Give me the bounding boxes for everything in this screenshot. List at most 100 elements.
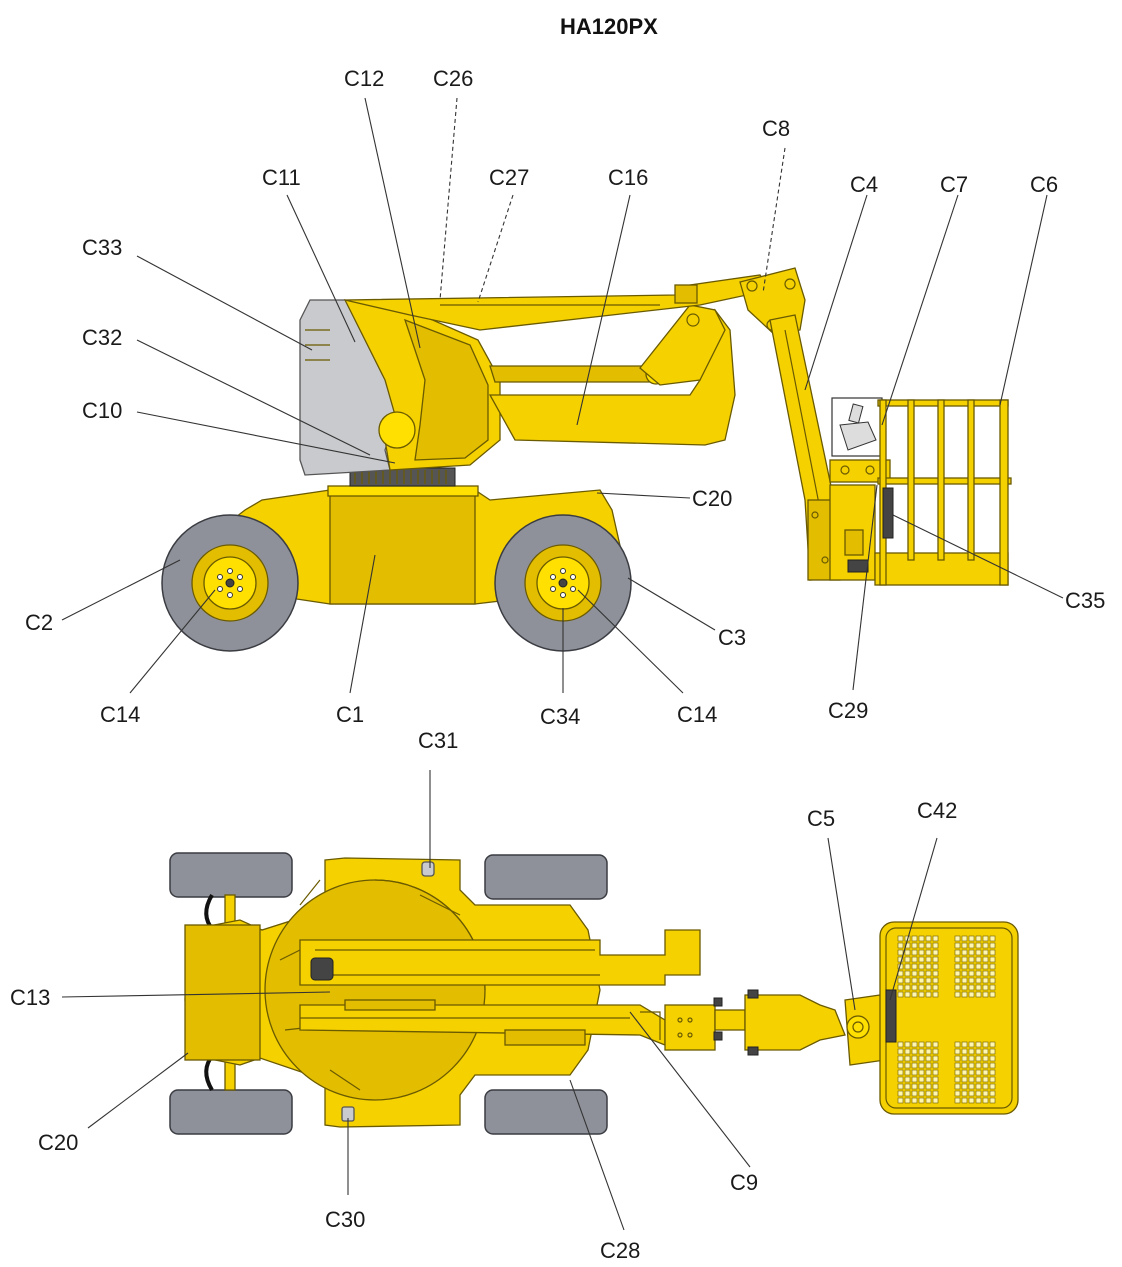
grid-cell — [897, 977, 904, 984]
grid-cell — [961, 942, 968, 949]
leader-lines — [61, 97, 1064, 1231]
grid-cell — [932, 1055, 939, 1062]
grid-cell — [961, 1097, 968, 1104]
grid-cell — [904, 963, 911, 970]
grid-cell — [954, 1048, 961, 1055]
grid-cell — [982, 984, 989, 991]
grid-cell — [982, 942, 989, 949]
grid-cell — [918, 970, 925, 977]
grid-cell — [918, 1076, 925, 1083]
label-c4: C4 — [850, 172, 878, 197]
grid-cell — [911, 1048, 918, 1055]
grid-cell — [968, 1076, 975, 1083]
grid-cell — [925, 1090, 932, 1097]
grid-cell — [918, 991, 925, 998]
grid-cell — [968, 1062, 975, 1069]
grid-cell — [918, 1083, 925, 1090]
grid-cell — [954, 1041, 961, 1048]
grid-cell — [932, 942, 939, 949]
grid-cell — [961, 949, 968, 956]
grid-cell — [925, 1041, 932, 1048]
grid-cell — [904, 1062, 911, 1069]
grid-cell — [918, 1055, 925, 1062]
label-c31: C31 — [418, 728, 458, 753]
label-c26: C20 — [692, 486, 732, 511]
grid-cell — [904, 1076, 911, 1083]
grid-cell — [918, 1041, 925, 1048]
grid-cell — [989, 1062, 996, 1069]
label-c13: C13 — [10, 985, 50, 1010]
grid-cell — [968, 1041, 975, 1048]
chassis-center-panel — [329, 489, 476, 605]
grid-cell — [982, 949, 989, 956]
grid-cell — [982, 963, 989, 970]
top-tire-front-left — [484, 854, 608, 900]
grid-cell — [982, 1090, 989, 1097]
grid-cell — [918, 1062, 925, 1069]
grid-cell — [911, 1076, 918, 1083]
grid-cell — [982, 956, 989, 963]
grid-cell — [961, 977, 968, 984]
grid-cell — [954, 956, 961, 963]
label-c28: C27 — [489, 165, 529, 190]
label-c3: C3 — [718, 625, 746, 650]
grid-cell — [961, 1055, 968, 1062]
grid-cell — [911, 1097, 918, 1104]
grid-cell — [961, 956, 968, 963]
grid-cell — [897, 1090, 904, 1097]
grid-cell — [961, 991, 968, 998]
grid-cell — [918, 977, 925, 984]
grid-cell — [975, 942, 982, 949]
grid-cell — [954, 1083, 961, 1090]
grid-cell — [897, 942, 904, 949]
grid-cell — [961, 984, 968, 991]
grid-cell — [918, 949, 925, 956]
grid-cell — [975, 1048, 982, 1055]
grid-cell — [968, 977, 975, 984]
grid-cell — [925, 1083, 932, 1090]
label-c5: C5 — [807, 806, 835, 831]
grid-cell — [925, 949, 932, 956]
grid-cell — [968, 935, 975, 942]
grid-cell — [954, 1069, 961, 1076]
grid-cell — [911, 977, 918, 984]
grid-cell — [989, 1076, 996, 1083]
grid-cell — [911, 942, 918, 949]
grid-cell — [904, 1090, 911, 1097]
grid-cell — [982, 1041, 989, 1048]
grid-cell — [968, 1083, 975, 1090]
control-box — [829, 397, 891, 483]
label-c30: C30 — [325, 1207, 365, 1232]
rear-counterweight — [184, 924, 261, 1061]
grid-cell — [918, 1090, 925, 1097]
grid-cell — [975, 956, 982, 963]
grid-cell — [932, 1090, 939, 1097]
grid-cell — [925, 1097, 932, 1104]
rear-wheel — [161, 514, 299, 652]
grid-cell — [932, 977, 939, 984]
grid-cell — [897, 1097, 904, 1104]
grid-cell — [925, 1055, 932, 1062]
label-c9: C9 — [730, 1170, 758, 1195]
grid-cell — [954, 977, 961, 984]
grid-cell — [932, 1041, 939, 1048]
label-c8: C8 — [762, 116, 790, 141]
grid-cell — [982, 1048, 989, 1055]
grid-cell — [989, 949, 996, 956]
grid-cell — [982, 991, 989, 998]
grid-cell — [932, 956, 939, 963]
grid-cell — [989, 1083, 996, 1090]
grid-cell — [911, 984, 918, 991]
grid-cell — [904, 1041, 911, 1048]
label-c35: C35 — [1065, 588, 1105, 613]
label-c29: C29 — [828, 698, 868, 723]
grid-cell — [954, 1076, 961, 1083]
label-c32: C32 — [82, 325, 122, 350]
grid-cell — [918, 935, 925, 942]
grid-cell — [925, 942, 932, 949]
grid-cell — [989, 991, 996, 998]
grid-cell — [918, 1097, 925, 1104]
side-view — [161, 267, 1012, 652]
grid-cell — [925, 991, 932, 998]
top-tire-rear-left — [169, 852, 293, 898]
